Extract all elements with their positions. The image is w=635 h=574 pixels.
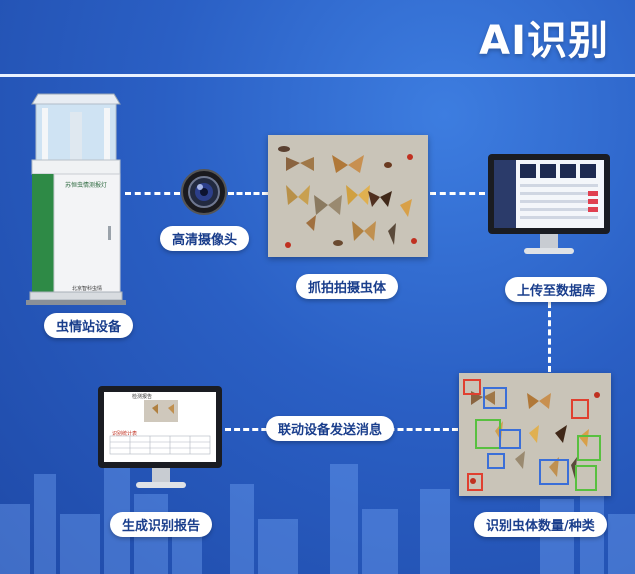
connector-camera-capture: [228, 192, 268, 195]
step-label-upload: 上传至数据库: [505, 277, 608, 302]
report-title-text: 检测报告: [132, 394, 153, 400]
connector-device-camera: [125, 192, 180, 195]
database-monitor: [488, 154, 610, 254]
detection-box: [539, 459, 569, 485]
device-brand-text: 北京智科虫情: [71, 286, 102, 292]
report-subtitle-text: 识别统计表: [112, 431, 138, 437]
insect-station-device: [26, 93, 126, 305]
title-underline: [0, 74, 635, 77]
report-monitor: [98, 386, 222, 488]
step-label-report: 生成识别报告: [110, 512, 213, 537]
detection-box: [575, 465, 597, 491]
camera-lens-icon: [181, 169, 227, 215]
detection-box: [467, 473, 483, 491]
captured-insects-photo: [268, 135, 428, 257]
page-title: AI识别: [479, 18, 609, 64]
step-label-linkage: 联动设备发送消息: [266, 416, 395, 441]
device-panel-text: 苏恒虫情测报灯: [64, 182, 107, 189]
connector-upload-identify: [548, 302, 551, 372]
step-label-camera: 高清摄像头: [160, 226, 250, 251]
detection-box: [487, 453, 505, 469]
detection-box: [475, 419, 501, 449]
detection-box: [499, 429, 521, 449]
detection-box: [577, 435, 601, 461]
detection-box: [483, 387, 507, 409]
identified-insects-photo: [459, 373, 611, 496]
insect-specimens-image: [278, 146, 417, 248]
step-label-device: 虫情站设备: [44, 313, 134, 338]
connector-capture-upload: [430, 192, 485, 195]
detection-box: [463, 379, 481, 395]
step-label-capture: 抓拍拍摄虫体: [296, 274, 399, 299]
step-label-identify: 识别虫体数量/种类: [474, 512, 607, 537]
detection-box: [571, 399, 589, 419]
